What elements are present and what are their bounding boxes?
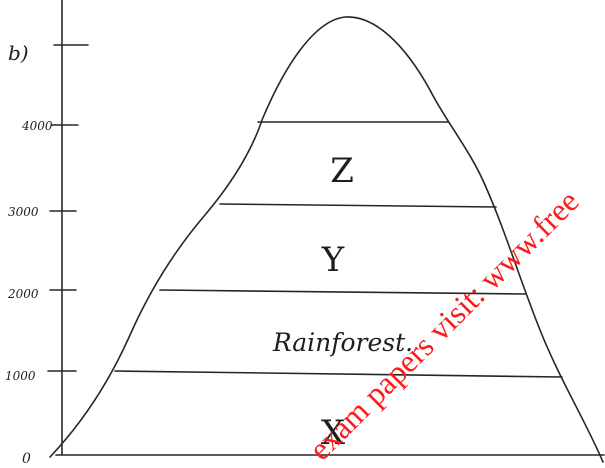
- altitude-label-3000: 3000: [8, 205, 39, 219]
- zone-label-rainforest: Rainforest.: [272, 328, 413, 357]
- altitude-label-4000: 4000: [21, 119, 53, 133]
- zone-line-3000: [219, 203, 497, 208]
- altitude-label-zero: 0: [22, 451, 31, 467]
- zone-label-y: Y: [321, 240, 345, 280]
- zone-line-1000: [114, 370, 563, 378]
- question-label: b): [8, 41, 29, 65]
- watermark-text: exam papers visit: www.free: [301, 183, 585, 467]
- mountain-outline: [49, 16, 604, 463]
- altitude-label-1000: 1000: [5, 369, 36, 383]
- altitude-label-2000: 2000: [7, 287, 39, 301]
- zone-label-x: X: [321, 413, 346, 453]
- zone-line-2000: [159, 289, 526, 295]
- zone-label-z: Z: [330, 151, 354, 191]
